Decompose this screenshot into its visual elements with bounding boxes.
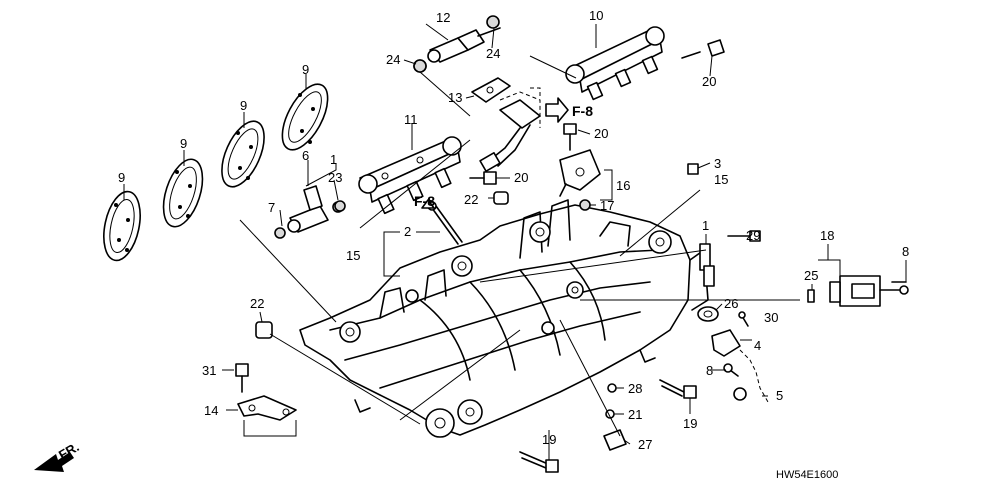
washer-24a: [413, 59, 427, 73]
ref-arrow-f8-lower: [421, 199, 435, 209]
callout-28: 28: [628, 381, 642, 396]
gasket-ring-3: [221, 120, 265, 188]
callout-1-left: 1: [330, 152, 337, 167]
callout-22-top: 22: [464, 192, 478, 207]
washer-17: [579, 199, 591, 211]
gasket-ring-4: [281, 83, 329, 151]
callout-15-right: 15: [714, 172, 728, 187]
ref-f8-lower: F-8: [414, 193, 435, 209]
callout-9-b: 9: [240, 98, 247, 113]
callout-23: 23: [328, 170, 342, 185]
callout-2: 2: [404, 224, 411, 239]
screw-30: [738, 311, 749, 327]
map-sensor: [559, 149, 601, 197]
callout-17: 17: [600, 198, 614, 213]
callout-19-right: 19: [683, 416, 697, 431]
fuel-rail-lower: [358, 136, 462, 215]
callout-8-lower: 8: [706, 363, 713, 378]
bracket-14: [237, 395, 297, 421]
callout-14: 14: [204, 403, 218, 418]
bolt-19-lower: [519, 451, 559, 473]
gasket-ring-2: [162, 158, 204, 228]
injector-bracket: [471, 77, 511, 103]
iac-valve: [829, 275, 909, 307]
bolt-31: [235, 363, 249, 393]
bushing-22-lower: [255, 321, 273, 339]
grommet-26: [697, 306, 719, 322]
gasket-ring-1: [103, 190, 141, 262]
callout-24-left: 24: [386, 52, 400, 67]
washer-23: [334, 200, 346, 212]
connector-clip: [699, 243, 715, 287]
callout-11: 11: [404, 112, 418, 127]
callout-26: 26: [724, 296, 738, 311]
fuel-injector-lower: [274, 185, 344, 239]
bolt-19-right: [659, 379, 697, 399]
diagram-code: HW54E1600: [776, 469, 838, 481]
callout-20-low: 20: [514, 170, 528, 185]
callout-30: 30: [764, 310, 778, 325]
pcv-valve-4: [711, 329, 741, 357]
callout-4: 4: [754, 338, 761, 353]
fuel-rail-upper: [565, 26, 665, 101]
callout-16: 16: [616, 178, 630, 193]
callout-9-a: 9: [302, 62, 309, 77]
callout-3: 3: [714, 156, 721, 171]
bolt-8-lower: [723, 363, 739, 377]
callout-24-right: 24: [486, 46, 500, 61]
callout-9-d: 9: [118, 170, 125, 185]
callout-13: 13: [448, 90, 462, 105]
callout-21: 21: [628, 407, 642, 422]
hose-5: [733, 349, 769, 403]
fuel-pipe: [479, 99, 541, 172]
leader-lines: [123, 23, 907, 460]
pin-25: [807, 289, 815, 303]
front-direction-arrow: [34, 452, 74, 472]
callout-5: 5: [776, 388, 783, 403]
callout-25: 25: [804, 268, 818, 283]
callout-27: 27: [638, 437, 652, 452]
callout-15-left: 15: [346, 248, 360, 263]
callout-7: 7: [268, 200, 275, 215]
callout-22-bottom: 22: [250, 296, 264, 311]
callout-10: 10: [589, 8, 603, 23]
callout-12: 12: [436, 10, 450, 25]
callout-20-mid: 20: [594, 126, 608, 141]
callout-6: 6: [302, 148, 309, 163]
bolt-20-upper: [681, 39, 725, 59]
ref-arrow-f8-upper: [545, 97, 569, 123]
callout-8-right: 8: [902, 244, 909, 259]
nut-3: [687, 163, 699, 175]
ref-f8-upper: F-8: [572, 103, 593, 119]
bolt-28: [607, 383, 617, 393]
bushing-22-upper: [493, 191, 509, 205]
callout-29: 29: [746, 228, 760, 243]
callout-19-bottom: 19: [542, 432, 556, 447]
bolt-20-lower: [469, 171, 497, 185]
callout-9-c: 9: [180, 136, 187, 151]
intake-manifold: [299, 199, 709, 438]
clamp-27: [603, 429, 627, 451]
callout-20-top: 20: [702, 74, 716, 89]
bolt-20-mid: [563, 123, 577, 151]
callout-31: 31: [202, 363, 216, 378]
washer-24b: [486, 15, 500, 29]
callout-1-right: 1: [702, 218, 709, 233]
callout-18: 18: [820, 228, 834, 243]
